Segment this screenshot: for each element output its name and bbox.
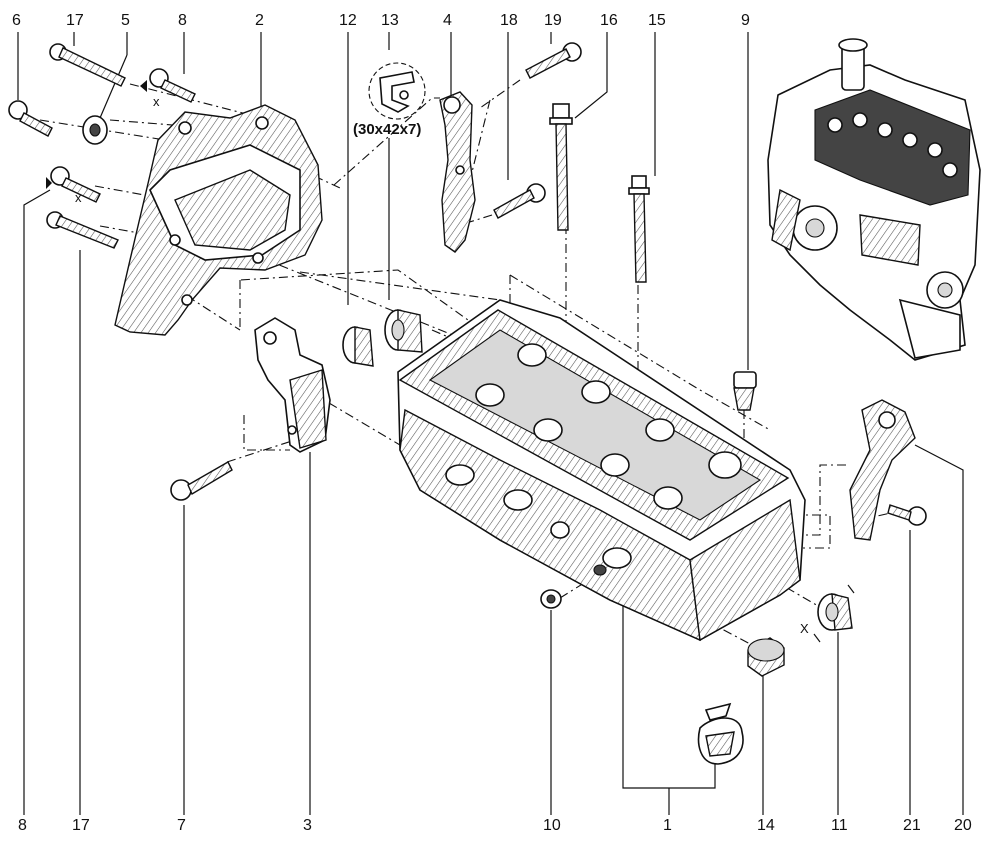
seal-13-detail [368,62,426,120]
gasket-kit-bag [697,702,744,765]
part-20-bracket [849,399,916,541]
callout-4: 4 [443,12,452,29]
callout-6: 6 [12,12,21,29]
dowel-5 [82,115,108,145]
bolt-8-top [149,68,196,103]
valve-train [475,343,742,510]
callout-20: 20 [954,817,972,834]
bolt-17-top [49,43,126,87]
callout-1: 1 [663,817,672,834]
bolt-17-lower [46,211,119,249]
callout-12: 12 [339,12,357,29]
part-3-lifting-bracket [254,317,331,453]
seal-11 [813,584,855,643]
callout-19: 19 [544,12,562,29]
part-2-support-bracket [114,104,323,336]
camshaft-seals-12 [342,309,423,367]
arrow-mark-left [46,177,52,189]
callout-8-bottom: 8 [18,817,27,834]
bolt-18 [493,183,546,219]
bolt-8-lower [50,166,101,203]
callout-labels: 6 17 5 8 2 12 13 4 18 19 16 15 9 8 17 7 … [12,12,972,834]
callout-11: 11 [831,817,848,834]
plug-9 [733,371,757,411]
callout-15: 15 [648,12,666,29]
leader-lines [17,32,964,815]
tighten-mark-x-right: X [800,621,809,636]
callout-9: 9 [741,12,750,29]
arrow-mark-top [140,80,147,92]
seal-size-label: (30x42x7) [353,121,421,138]
head-bolt-16 [549,103,573,231]
tighten-mark-x-top: x [153,94,160,109]
callout-3: 3 [303,817,312,834]
callout-16: 16 [600,12,618,29]
tighten-mark-x-left: x [75,190,82,205]
plug-10 [540,589,562,609]
callout-14: 14 [757,817,775,834]
callout-7: 7 [177,817,186,834]
callout-5: 5 [121,12,130,29]
engine-location-view [767,38,981,361]
part-1-cylinder-head [397,299,806,642]
seal-12 [342,326,374,367]
callout-18: 18 [500,12,518,29]
cap-14 [747,637,785,677]
callout-8-top: 8 [178,12,187,29]
callout-2: 2 [255,12,264,29]
head-bolt-15 [628,175,650,283]
seal-13 [384,309,423,353]
part-4-bracket [439,91,476,253]
callout-10: 10 [543,817,561,834]
bolt-6 [8,100,53,137]
bolt-21 [887,504,927,526]
callout-21: 21 [903,817,921,834]
callout-17-bottom: 17 [72,817,90,834]
bolt-group-top-left [8,43,196,249]
callout-17-top: 17 [66,12,84,29]
bolt-7 [170,461,233,501]
callout-13: 13 [381,12,399,29]
bolt-19 [525,42,582,79]
